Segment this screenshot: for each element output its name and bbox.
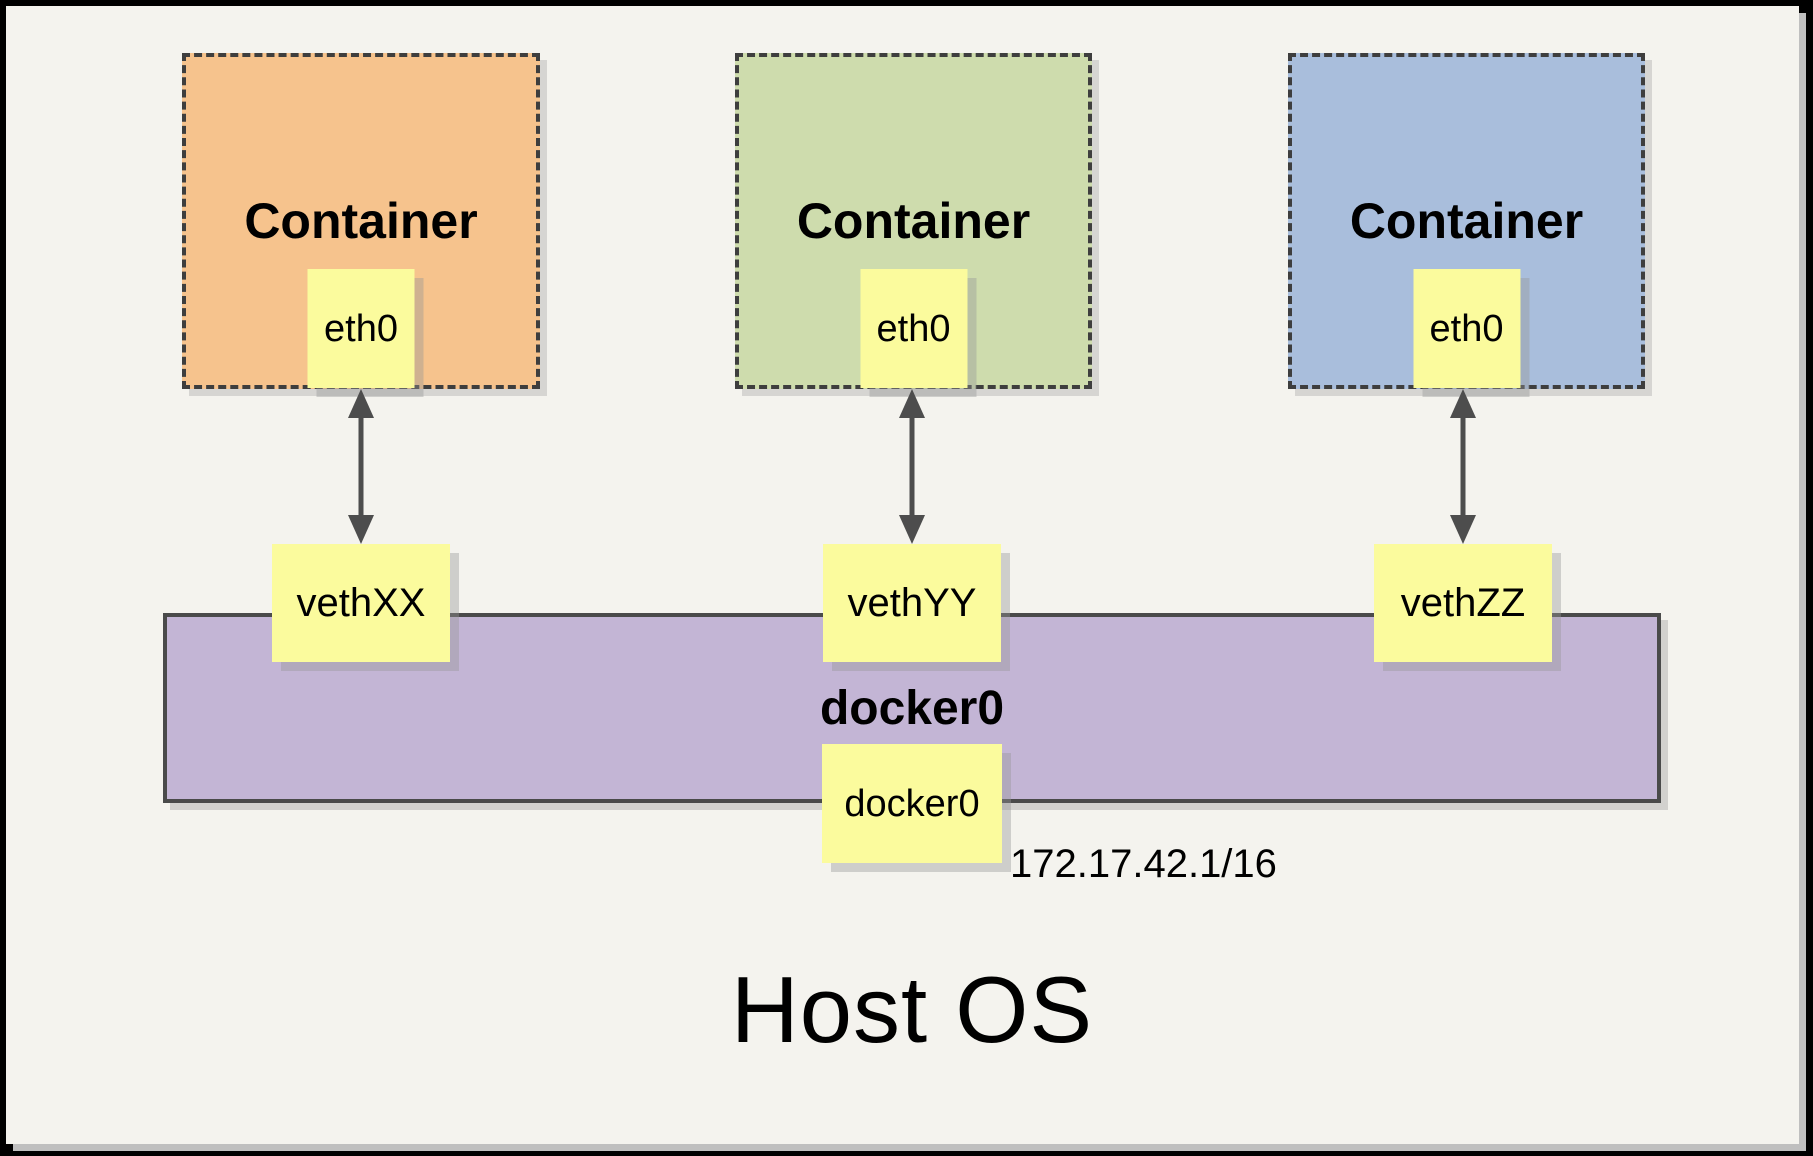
host-os-title: Host OS <box>730 957 1094 1062</box>
diagram-card: Container eth0 Container eth0 Container … <box>6 6 1799 1144</box>
container-2-eth0-node: eth0 <box>860 269 967 388</box>
arrow-head-down <box>1450 515 1476 544</box>
arrow-head-up <box>1450 389 1476 418</box>
arrow-eth0-vethyy-icon <box>899 389 925 544</box>
container-3-title: Container <box>1349 193 1584 249</box>
arrow-head-up <box>899 389 925 418</box>
vethzz-node: vethZZ <box>1374 544 1552 662</box>
container-box-1: Container eth0 <box>182 53 540 389</box>
arrow-eth0-vethzz-icon <box>1450 389 1476 544</box>
docker0-interface-node: docker0 <box>822 744 1002 863</box>
arrow-eth0-vethxx-icon <box>348 389 374 544</box>
container-1-title: Container <box>244 193 478 249</box>
arrow-head-down <box>899 515 925 544</box>
arrow-head-up <box>348 389 374 418</box>
arrow-head-down <box>348 515 374 544</box>
container-3-eth0-node: eth0 <box>1413 269 1520 388</box>
container-box-2: Container eth0 <box>735 53 1092 389</box>
container-1-eth0-node: eth0 <box>307 269 415 388</box>
docker0-ip-address: 172.17.42.1/16 <box>1010 842 1277 886</box>
vethyy-node: vethYY <box>823 544 1001 662</box>
container-box-3: Container eth0 <box>1288 53 1645 389</box>
docker0-bridge-title: docker0 <box>819 682 1005 735</box>
container-2-title: Container <box>796 193 1031 249</box>
vethxx-node: vethXX <box>272 544 450 662</box>
